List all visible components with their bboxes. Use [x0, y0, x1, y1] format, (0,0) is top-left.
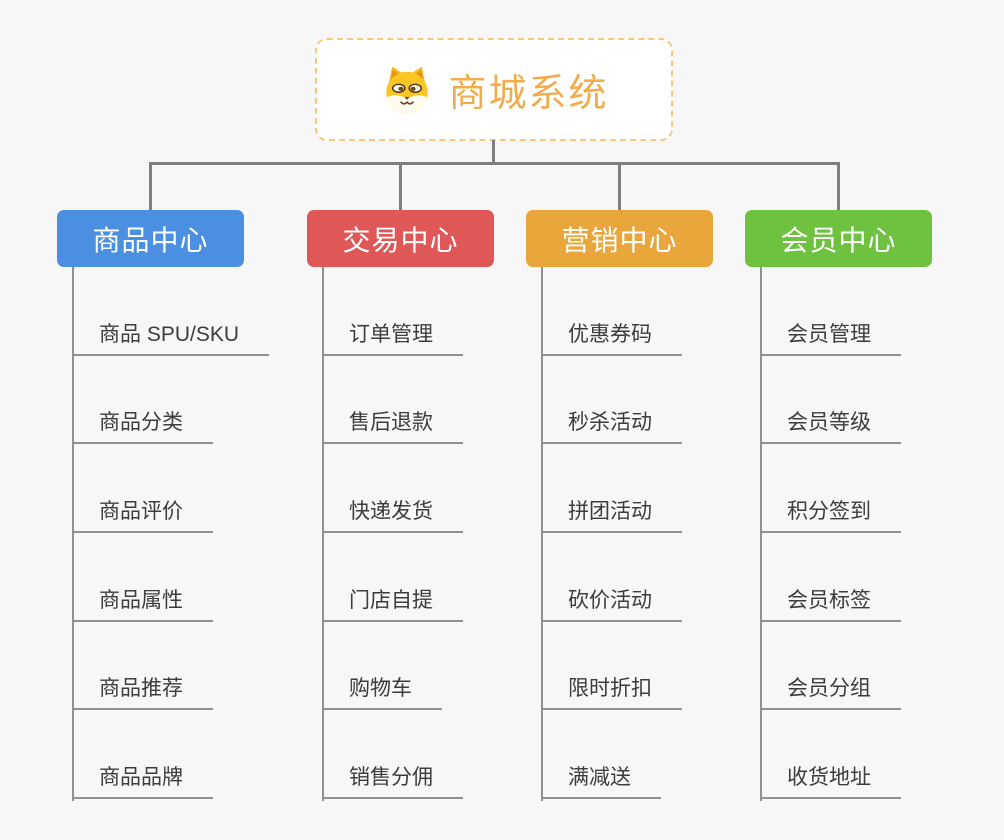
list-row: 快递发货	[322, 444, 547, 534]
list-item[interactable]: 会员管理	[760, 318, 901, 356]
list-item[interactable]: 商品分类	[72, 406, 213, 445]
branch-box-trade-center[interactable]: 交易中心	[307, 210, 494, 267]
branch-drop-line	[399, 162, 402, 210]
list-row: 售后退款	[322, 356, 547, 445]
list-item[interactable]: 销售分佣	[322, 761, 463, 800]
list-item[interactable]: 商品 SPU/SKU	[72, 318, 270, 356]
list-item[interactable]: 秒杀活动	[541, 406, 682, 445]
list-item[interactable]: 会员等级	[760, 406, 901, 445]
list-item[interactable]: 门店自提	[322, 584, 463, 622]
list-item[interactable]: 优惠券码	[541, 318, 682, 356]
branch-label-product-center: 商品中心	[92, 224, 209, 256]
list-row: 商品品牌	[72, 710, 297, 800]
list-item[interactable]: 会员标签	[760, 584, 901, 622]
list-row: 门店自提	[322, 533, 547, 622]
list-row: 商品 SPU/SKU	[72, 267, 297, 356]
branch-box-marketing-center[interactable]: 营销中心	[526, 210, 713, 267]
branch-connector-line	[541, 267, 543, 801]
branch-connector-line	[72, 267, 74, 801]
list-item[interactable]: 拼团活动	[541, 495, 682, 534]
branch-box-member-center[interactable]: 会员中心	[745, 210, 932, 267]
list-item[interactable]: 订单管理	[322, 318, 463, 356]
list-row: 拼团活动	[541, 444, 766, 534]
list-row: 优惠券码	[541, 267, 766, 356]
branch-box-product-center[interactable]: 商品中心	[57, 210, 244, 267]
list-row: 商品推荐	[72, 622, 297, 711]
list-row: 会员管理	[760, 267, 985, 356]
list-row: 积分签到	[760, 444, 985, 534]
list-row: 购物车	[322, 622, 547, 711]
list-row: 收货地址	[760, 710, 985, 800]
list-row: 限时折扣	[541, 622, 766, 711]
branch-list-member-center: 会员管理会员等级积分签到会员标签会员分组收货地址	[745, 267, 985, 801]
list-item[interactable]: 商品属性	[72, 584, 213, 622]
list-row: 会员分组	[760, 622, 985, 711]
list-row: 销售分佣	[322, 710, 547, 800]
list-row: 商品属性	[72, 533, 297, 622]
list-item[interactable]: 收货地址	[760, 761, 901, 800]
branch-drop-line	[149, 162, 152, 210]
list-row: 订单管理	[322, 267, 547, 356]
branch-list-product-center: 商品 SPU/SKU 商品分类商品评价商品属性商品推荐商品品牌	[57, 267, 297, 801]
branch-list-trade-center: 订单管理售后退款快递发货门店自提购物车销售分佣	[307, 267, 547, 801]
root-title: 商城系统	[448, 73, 609, 115]
list-item[interactable]: 商品推荐	[72, 672, 213, 711]
branch-connector-line	[760, 267, 762, 801]
list-row: 砍价活动	[541, 533, 766, 622]
list-item[interactable]: 快递发货	[322, 495, 463, 534]
branch-drop-line	[618, 162, 621, 210]
list-item[interactable]: 商品评价	[72, 495, 213, 534]
list-row: 商品分类	[72, 356, 297, 445]
list-item[interactable]: 售后退款	[322, 406, 463, 445]
branch-drop-line	[837, 162, 840, 210]
branch-label-member-center: 会员中心	[780, 224, 897, 256]
branch-label-trade-center: 交易中心	[342, 224, 459, 256]
list-item[interactable]: 满减送	[541, 761, 661, 800]
list-item[interactable]: 会员分组	[760, 672, 901, 711]
doge-face-icon	[379, 64, 435, 116]
branch-rail-line	[149, 162, 840, 165]
branch-label-marketing-center: 营销中心	[561, 224, 678, 256]
list-row: 秒杀活动	[541, 356, 766, 445]
list-row: 商品评价	[72, 444, 297, 534]
list-item[interactable]: 积分签到	[760, 495, 901, 534]
branch-list-marketing-center: 优惠券码秒杀活动拼团活动砍价活动限时折扣满减送	[526, 267, 766, 801]
list-item[interactable]: 商品品牌	[72, 761, 213, 800]
list-item[interactable]: 购物车	[322, 672, 442, 711]
list-row: 满减送	[541, 710, 766, 800]
list-row: 会员等级	[760, 356, 985, 445]
branch-connector-line	[322, 267, 324, 801]
list-row: 会员标签	[760, 533, 985, 622]
root-connector-stub	[492, 140, 495, 165]
list-item[interactable]: 砍价活动	[541, 584, 682, 622]
root-node[interactable]: 商城系统	[315, 38, 673, 141]
list-item[interactable]: 限时折扣	[541, 672, 682, 711]
